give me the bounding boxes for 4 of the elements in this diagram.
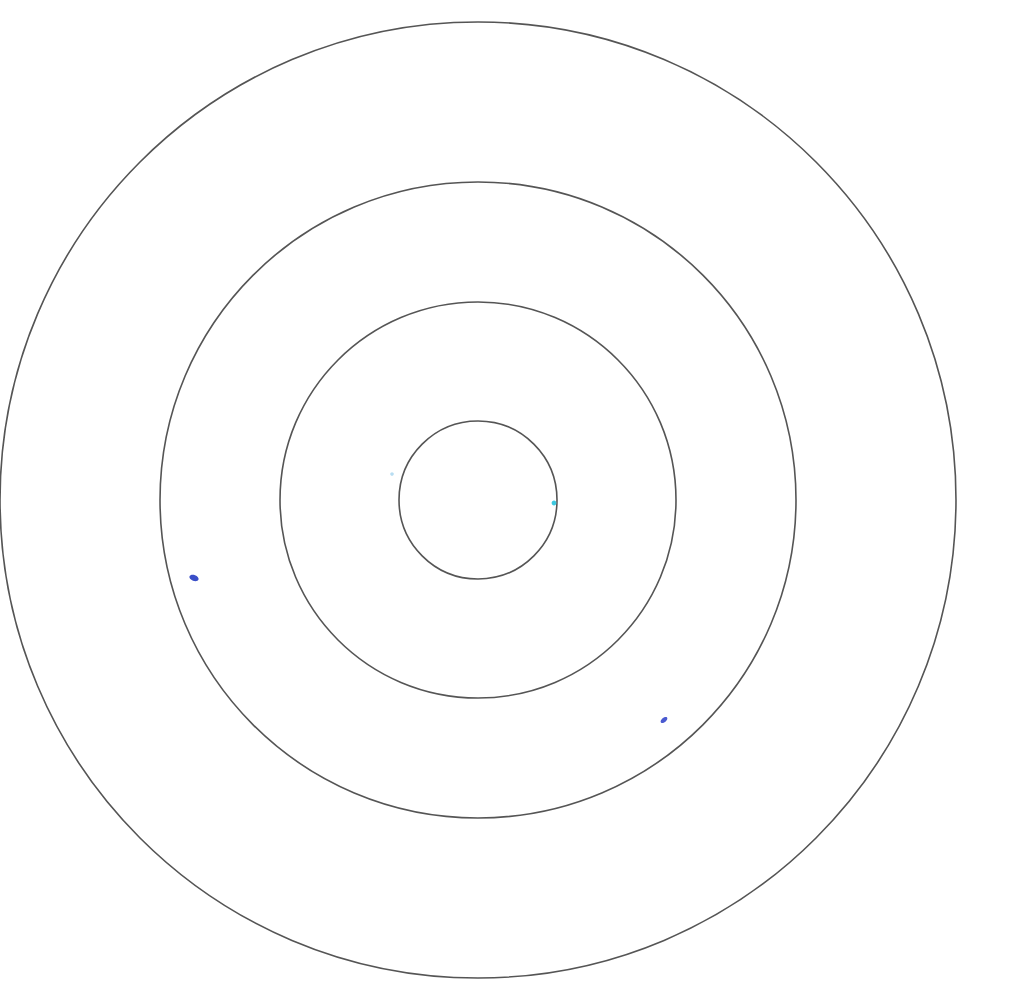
circle bbox=[398, 420, 558, 580]
circle bbox=[0, 21, 957, 979]
circle bbox=[279, 301, 677, 699]
circle bbox=[159, 181, 797, 819]
